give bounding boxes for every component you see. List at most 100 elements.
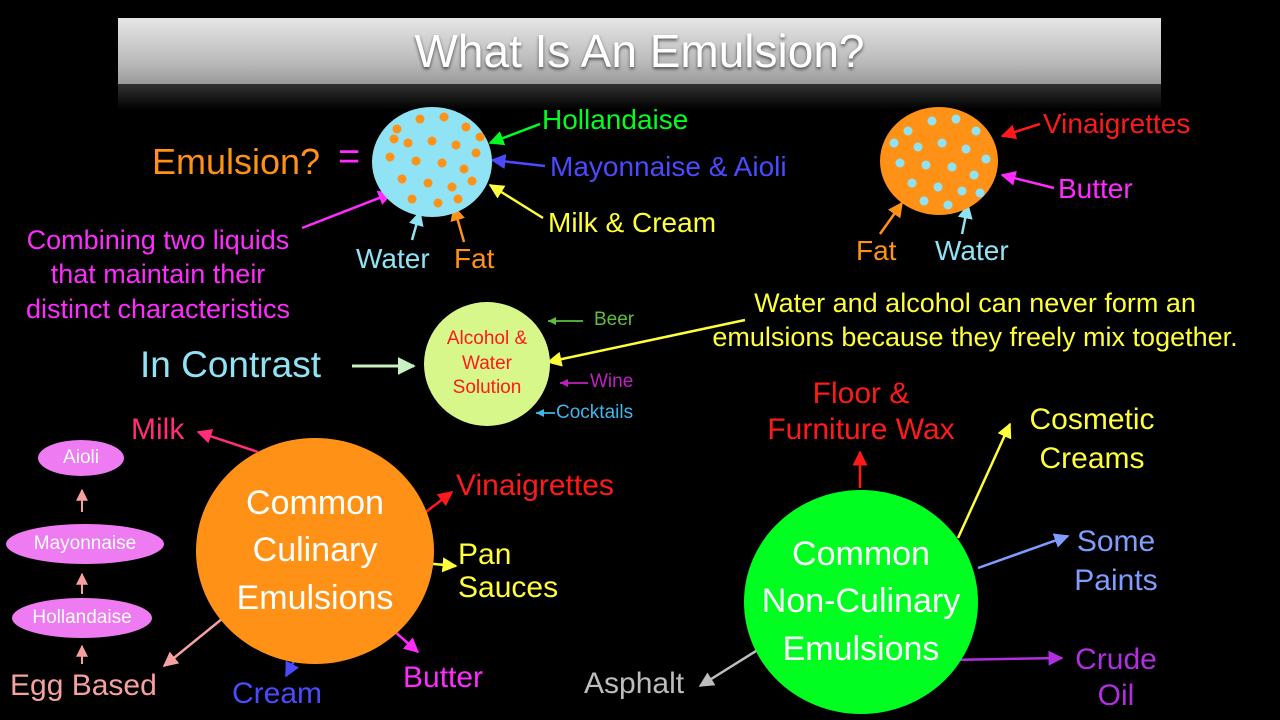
fat-droplet: [411, 156, 421, 166]
fat-droplet: [447, 182, 457, 192]
contrast-note-line: emulsions because they freely mix togeth…: [712, 322, 1238, 353]
fat-droplet: [439, 112, 449, 122]
beer-label: Beer: [594, 309, 635, 330]
non-culinary-line: Common: [792, 534, 930, 573]
non-culinary-line: Non-Culinary: [761, 582, 961, 621]
paints-line: Some: [1076, 525, 1156, 558]
fat-droplet: [467, 176, 477, 186]
alcohol-water-line: Solution: [452, 377, 522, 399]
page-title: What Is An Emulsion?: [414, 25, 865, 77]
water-droplet: [907, 178, 917, 188]
butter-label-top: Butter: [1058, 173, 1133, 204]
definition-text: Combining two liquids that maintain thei…: [8, 223, 308, 326]
water-label: Water: [356, 243, 430, 274]
water-droplet: [957, 186, 967, 196]
culinary-circle: Common Culinary Emulsions: [196, 438, 434, 664]
water-droplet: [889, 138, 899, 148]
contrast-note-line: Water and alcohol can never form an: [754, 288, 1196, 318]
water-droplet: [971, 126, 981, 136]
asphalt-label: Asphalt: [584, 667, 685, 700]
fat-droplet: [471, 148, 481, 158]
fat-droplet: [475, 132, 485, 142]
fat-droplet: [385, 152, 395, 162]
fat-droplet: [403, 138, 413, 148]
water-droplet: [895, 158, 905, 168]
egg-chain-hollandaise: Hollandaise: [12, 598, 152, 638]
fat-droplet: [451, 140, 461, 150]
water-droplet: [919, 196, 929, 206]
egg-chain-aioli: Aioli: [38, 440, 124, 476]
pan-sauces-line: Sauces: [458, 571, 559, 604]
floor-wax-line: Furniture Wax: [767, 413, 955, 446]
mayonnaise-aioli-label: Mayonnaise & Aioli: [550, 151, 787, 182]
fat-droplet: [459, 164, 469, 174]
fat-droplet: [415, 114, 425, 124]
water-droplet: [937, 138, 947, 148]
definition-line: distinct characteristics: [25, 293, 291, 324]
title-bar: What Is An Emulsion?: [118, 18, 1161, 84]
culinary-line: Common: [246, 483, 384, 522]
water-label-right: Water: [935, 235, 1009, 266]
water-droplet: [975, 188, 985, 198]
crude-oil-line: Crude: [1075, 643, 1157, 676]
water-droplet: [951, 114, 961, 124]
oil-in-water-circle: [372, 107, 492, 217]
some-paints-label: Some Paints: [1066, 522, 1166, 600]
fat-droplets: [385, 112, 485, 208]
alcohol-water-line: Alcohol &: [446, 327, 528, 349]
definition-line: Combining two liquids: [26, 225, 290, 255]
pan-sauces-label: Pan Sauces: [458, 538, 558, 604]
fat-droplet: [461, 122, 471, 132]
non-culinary-line: Emulsions: [782, 629, 940, 668]
fat-droplet: [397, 174, 407, 184]
milk-label: Milk: [131, 413, 185, 446]
water-droplet: [943, 200, 953, 210]
floor-wax-line: Floor &: [812, 377, 910, 410]
egg-chain-mayonnaise: Mayonnaise: [6, 524, 164, 564]
crude-oil-line: Oil: [1097, 679, 1135, 712]
equals-sign: =: [338, 136, 361, 178]
in-contrast-label: In Contrast: [140, 344, 321, 385]
non-culinary-circle: Common Non-Culinary Emulsions: [744, 490, 978, 714]
egg-based-label: Egg Based: [10, 669, 157, 702]
hollandaise-label: Hollandaise: [542, 104, 689, 135]
cocktails-label: Cocktails: [556, 402, 634, 423]
fat-droplet: [433, 198, 443, 208]
cream-label: Cream: [232, 677, 323, 710]
water-droplet: [903, 126, 913, 136]
definition-line: that maintain their: [50, 259, 266, 290]
water-droplet: [933, 182, 943, 192]
fat-label-right: Fat: [856, 235, 897, 266]
crude-oil-label: Crude Oil: [1064, 642, 1168, 714]
milk-cream-label: Milk & Cream: [548, 207, 717, 238]
floor-wax-label: Floor & Furniture Wax: [750, 376, 972, 448]
fat-droplet: [392, 124, 402, 134]
culinary-line: Emulsions: [236, 578, 394, 617]
paints-line: Paints: [1074, 564, 1158, 597]
water-droplet: [913, 142, 923, 152]
water-droplet: [961, 144, 971, 154]
fat-droplet: [427, 136, 437, 146]
fat-droplet: [453, 194, 463, 204]
fat-droplet: [407, 194, 417, 204]
pan-sauces-line: Pan: [458, 538, 512, 571]
water-droplet: [921, 160, 931, 170]
alcohol-water-line: Water: [462, 352, 512, 374]
wine-label: Wine: [590, 371, 634, 392]
fat-droplet: [437, 158, 447, 168]
fat-droplet: [423, 178, 433, 188]
fat-droplet: [389, 134, 399, 144]
title-reflection: [118, 84, 1161, 110]
water-droplet: [969, 170, 979, 180]
contrast-note: Water and alcohol can never form an emul…: [690, 286, 1260, 355]
water-droplet: [981, 154, 991, 164]
water-droplet: [927, 116, 937, 126]
water-droplets: [889, 114, 991, 210]
butter-label: Butter: [403, 661, 484, 694]
vinaigrettes-label: Vinaigrettes: [456, 469, 614, 502]
culinary-line: Culinary: [252, 531, 378, 570]
vinaigrettes-label-top: Vinaigrettes: [1043, 108, 1191, 139]
cosmetic-creams-label: Cosmetic Creams: [1018, 400, 1166, 478]
water-in-fat-circle: [880, 107, 998, 215]
